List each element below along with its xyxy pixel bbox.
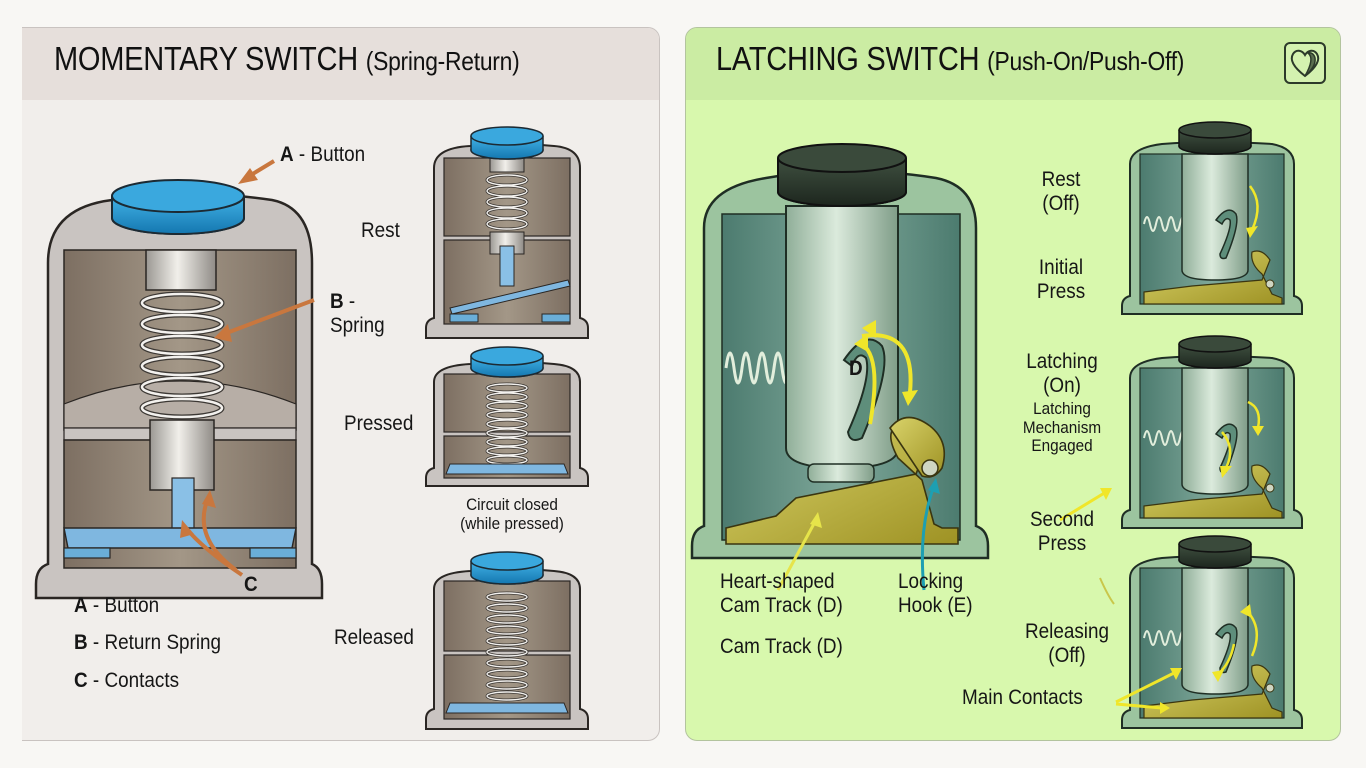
state-label-pressed: Pressed — [344, 412, 414, 435]
state-switch-pressed — [425, 346, 589, 487]
momentary-switch-panel: MOMENTARY SWITCH (Spring-Return) — [22, 27, 660, 741]
state-switch-rest — [425, 126, 589, 339]
latching-title-main: LATCHING SWITCH — [716, 40, 980, 77]
main-momentary-switch — [34, 179, 324, 600]
heart-icon — [1290, 49, 1320, 78]
state-switch-rest-initial — [1121, 121, 1303, 315]
momentary-title-sub: (Spring-Return) — [365, 46, 520, 76]
pressed-caption: Circuit closed(while pressed) — [460, 495, 564, 533]
latching-header: LATCHING SWITCH (Push-On/Push-Off) — [686, 28, 1340, 100]
heart-badge — [1284, 42, 1326, 84]
state-switch-latching — [1059, 335, 1303, 529]
state-switch-releasing — [1099, 535, 1303, 729]
cam-letter-d: D — [849, 357, 863, 380]
latching-switch-panel: LATCHING SWITCH (Push-On/Push-Off) — [685, 27, 1341, 741]
main-contacts-label: Main Contacts — [962, 686, 1083, 709]
state-label-rest-off: Rest(Off) — [1041, 168, 1081, 216]
momentary-title-main: MOMENTARY SWITCH — [54, 40, 358, 77]
state-label-released: Released — [334, 626, 414, 649]
latching-title: LATCHING SWITCH (Push-On/Push-Off) — [716, 40, 1184, 78]
callout-a: A - Button — [280, 143, 366, 166]
callout-b: B -Spring — [330, 290, 385, 338]
latching-illustration — [690, 121, 1303, 729]
latching-title-sub: (Push-On/Push-Off) — [987, 46, 1185, 76]
momentary-header: MOMENTARY SWITCH (Spring-Return) — [22, 28, 659, 100]
callout-c: C — [244, 573, 258, 596]
state-label-releasing-off: Releasing(Off) — [1024, 620, 1110, 668]
legend-item: C - Contacts — [74, 669, 180, 692]
state-switch-released — [425, 551, 589, 730]
legend-item: A - Button — [74, 594, 160, 617]
momentary-title: MOMENTARY SWITCH (Spring-Return) — [54, 40, 520, 78]
callout-arrows — [180, 159, 315, 577]
arrow-b — [214, 324, 232, 342]
momentary-illustration — [34, 126, 589, 730]
state-label-latching-on: Latching(On) — [1026, 350, 1098, 398]
state-label-rest: Rest — [361, 219, 400, 242]
legend-item: B - Return Spring — [74, 631, 222, 654]
main-latching-switch — [690, 143, 990, 591]
arrow-a — [238, 168, 258, 184]
cam-track-label: Cam Track (D) — [720, 635, 843, 658]
